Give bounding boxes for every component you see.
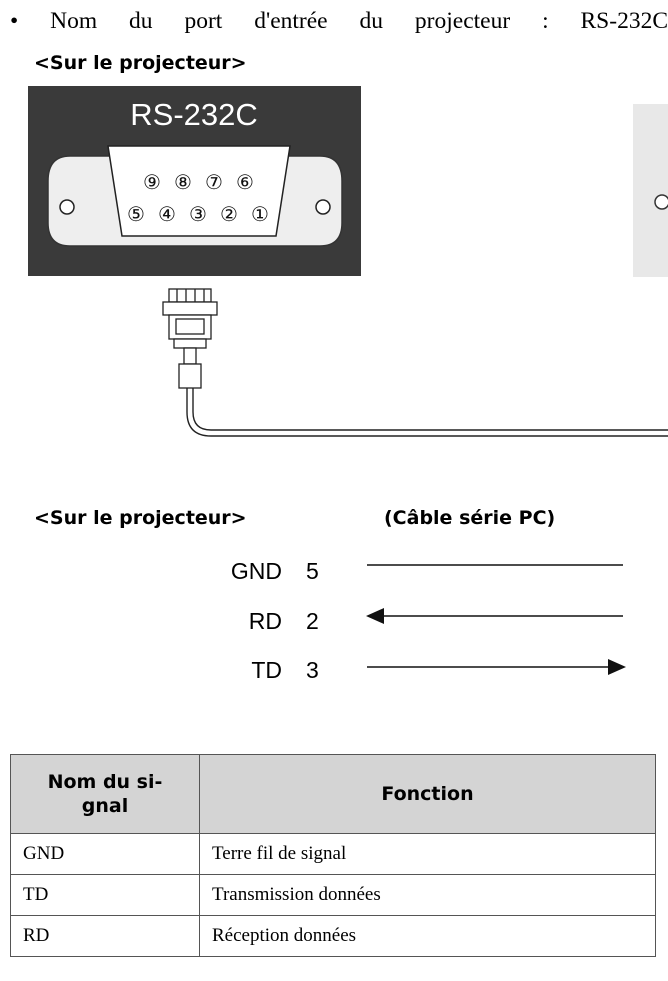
arrow-right-icon	[608, 659, 626, 675]
cable-outer	[186, 388, 668, 437]
wiring-projector-heading: <Sur le projecteur>	[34, 507, 247, 529]
cable-inner	[192, 388, 668, 431]
arrow-left-icon	[366, 608, 384, 624]
connector-shell	[107, 145, 291, 237]
signal-name: RD	[248, 608, 282, 634]
pin-number: 5	[306, 558, 319, 584]
signal-cell: TD	[10, 874, 200, 916]
port-name-line: • Nom du port d'entrée du projecteur : R…	[10, 8, 668, 35]
pin-label: ⑤	[127, 202, 145, 226]
bullet-glyph: •	[10, 8, 19, 34]
table-row: GND Terre fil de signal	[10, 833, 656, 875]
projector-side-heading: <Sur le projecteur>	[34, 52, 247, 74]
pc-side-panel	[633, 104, 668, 277]
pin-label: ⑧	[174, 170, 192, 194]
table-row: RD Réception données	[10, 915, 656, 957]
mount-hole-left	[59, 199, 75, 215]
rs232c-port-diagram: RS-232C ⑨ ⑧ ⑦ ⑥ ⑤ ④ ③ ② ①	[28, 86, 668, 437]
col-function-header: Fonction	[199, 754, 656, 834]
wiring-cable-heading: (Câble série PC)	[384, 507, 556, 529]
wiring-row-td: TD 3	[152, 657, 336, 684]
pc-mount-hole	[654, 194, 668, 210]
wiring-row-rd: RD 2	[152, 608, 336, 635]
pin-label: ⑥	[236, 170, 254, 194]
pin-label: ③	[189, 202, 207, 226]
function-cell: Transmission données	[199, 874, 656, 916]
pin-label: ①	[251, 202, 269, 226]
pin-label: ⑦	[205, 170, 223, 194]
port-label: RS-232C	[130, 97, 258, 132]
signal-name: GND	[230, 558, 282, 584]
port-name-text: Nom du port d'entrée du projecteur : RS-…	[50, 8, 668, 34]
pin-number: 2	[306, 608, 319, 634]
signal-name: TD	[251, 657, 282, 683]
wiring-row-gnd: GND 5	[152, 558, 336, 585]
col-signal-name-header: Nom du si- gnal	[10, 754, 200, 834]
signal-lines	[366, 564, 626, 675]
table-header-row: Nom du si- gnal Fonction	[10, 754, 656, 834]
pin-label: ④	[158, 202, 176, 226]
function-cell: Terre fil de signal	[199, 833, 656, 875]
signal-table: Nom du si- gnal Fonction GND Terre fil d…	[10, 754, 656, 957]
serial-plug	[162, 288, 218, 389]
pin-number: 3	[306, 657, 319, 683]
pin-label: ⑨	[143, 170, 161, 194]
table-row: TD Transmission données	[10, 874, 656, 916]
mount-hole-right	[315, 199, 331, 215]
signal-cell: RD	[10, 915, 200, 957]
signal-cell: GND	[10, 833, 200, 875]
pin-label: ②	[220, 202, 238, 226]
function-cell: Réception données	[199, 915, 656, 957]
